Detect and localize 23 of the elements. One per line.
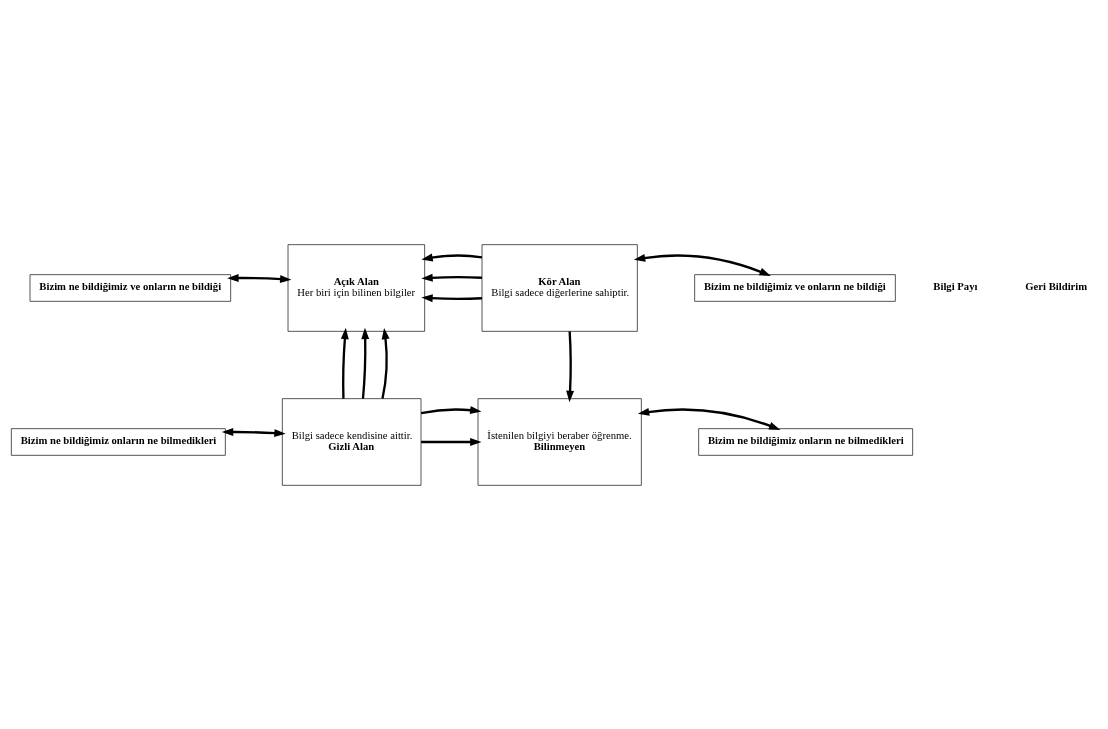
arrow — [381, 327, 390, 399]
arrow — [420, 405, 482, 414]
arrow — [361, 327, 370, 399]
arrow — [421, 273, 483, 282]
node-box: Bizim ne bildiğimiz ve onların ne bildiği — [29, 273, 231, 302]
arrow — [340, 327, 349, 399]
node-box: Bizim ne bildiğimiz ve onların ne bildiği — [694, 273, 896, 302]
node-box: Kör Alan Bilgi sadece diğerlerine sahiptir. — [481, 243, 638, 332]
arrow — [421, 253, 483, 261]
arrow — [633, 253, 771, 276]
node-box: Bizim ne bildiğimiz onların ne bilmedikleri — [11, 427, 226, 456]
arrow — [221, 427, 286, 437]
label: Geri Bildirim — [1025, 280, 1088, 292]
node-box: İstenilen bilgiyi beraber öğrenme. Bilinmeyen — [477, 397, 642, 486]
arrow — [227, 273, 292, 283]
node-box: Bizim ne bildiğimiz onların ne bilmedikleri — [698, 427, 913, 456]
arrow — [421, 293, 483, 302]
arrow — [421, 437, 482, 446]
node-box: Bilgi sadece kendisine aittir. Gizli Alan — [282, 397, 422, 486]
label: Bilgi Payı — [933, 280, 978, 292]
node-box: Açık Alan Her biri için bilinen bilgiler — [287, 243, 425, 332]
arrow — [637, 407, 781, 430]
arrow — [566, 330, 575, 402]
